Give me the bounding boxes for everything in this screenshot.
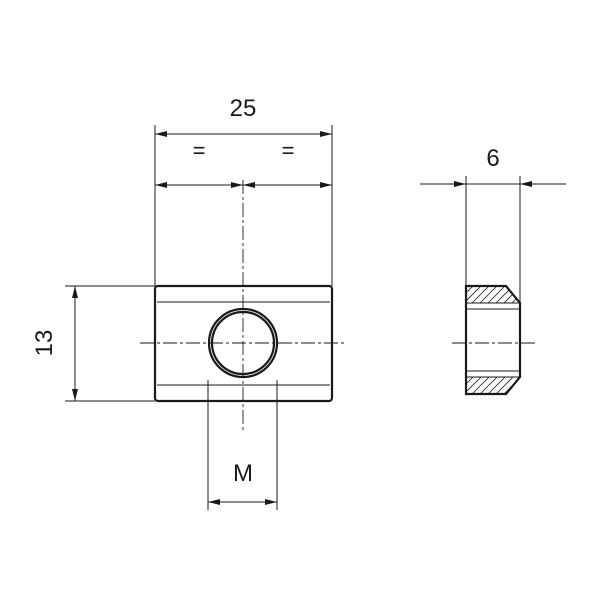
thread-label: M [233,460,253,487]
half-left-label: = [193,138,206,163]
thickness-label: 6 [486,145,499,172]
front-view: 25 = = 13 M [31,95,345,510]
half-right-label: = [282,138,295,163]
width-label: 25 [230,95,257,122]
side-view: 6 [420,145,566,396]
height-label: 13 [31,330,58,357]
nut-outline [153,284,334,403]
